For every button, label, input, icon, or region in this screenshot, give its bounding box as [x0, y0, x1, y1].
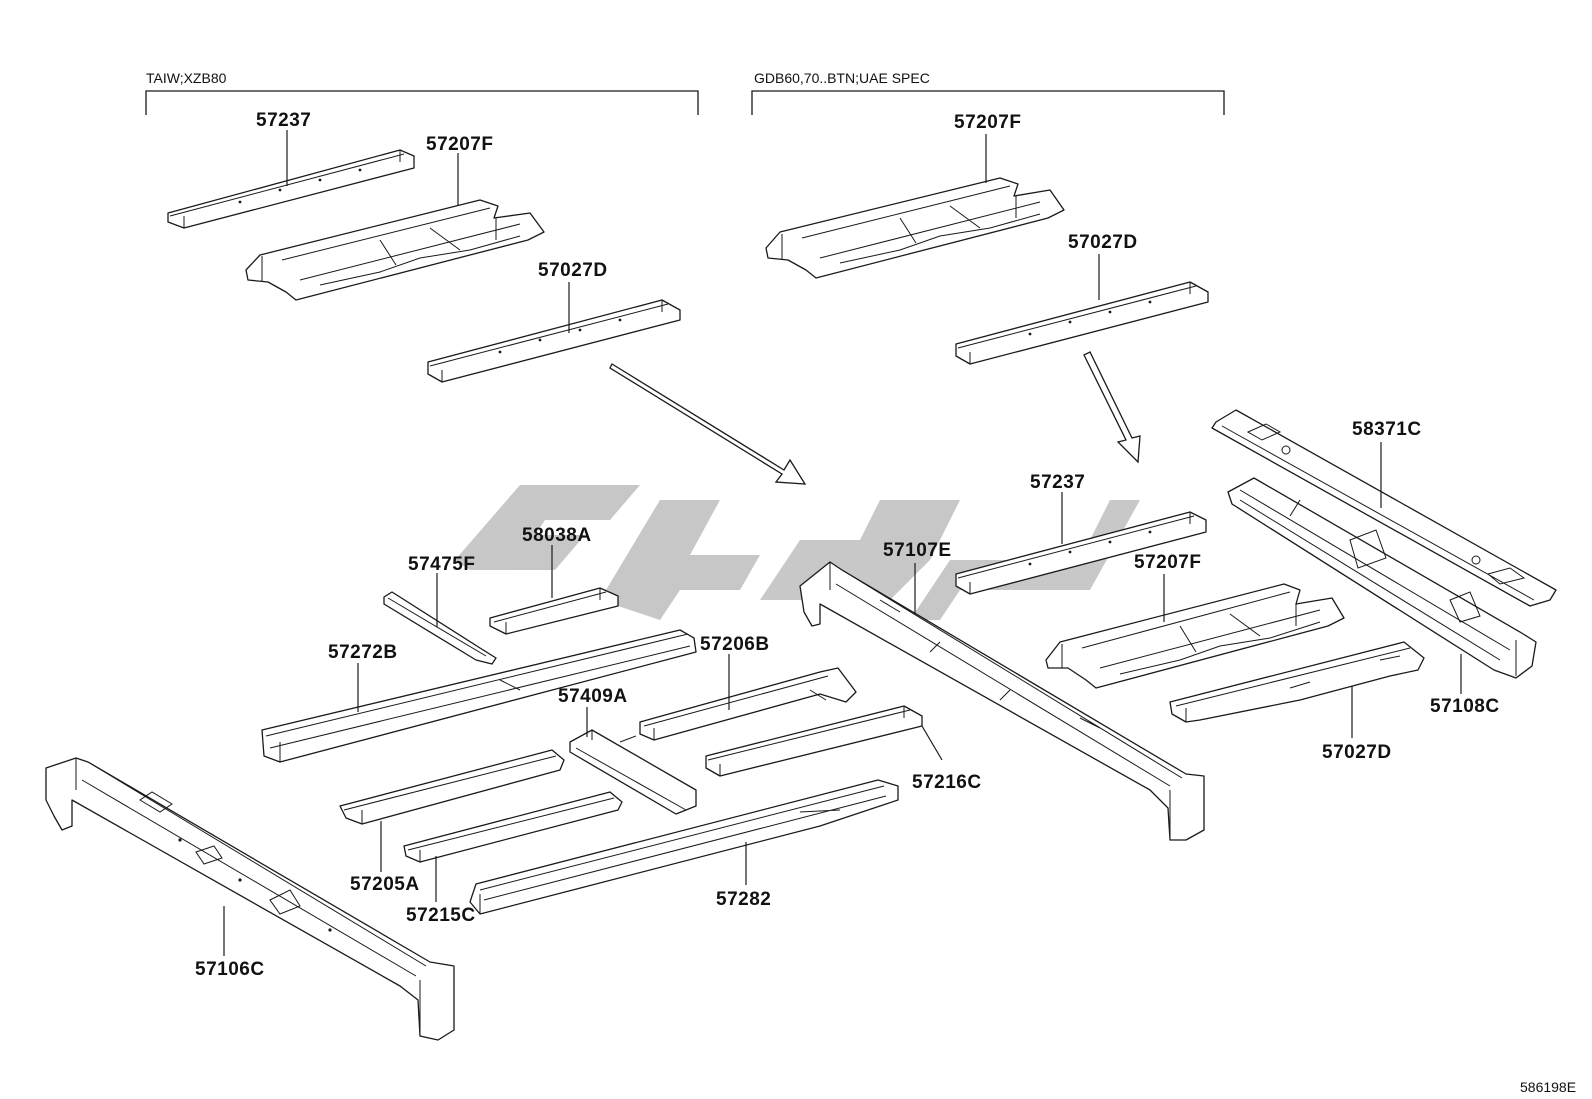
part-57205A-drawing: [339, 749, 565, 825]
part-57108C-drawing: [1227, 477, 1537, 679]
part-label-57027D-right: 57027D: [1068, 232, 1138, 253]
part-label-58038A: 58038A: [522, 525, 592, 546]
group-label-right: GDB60,70..BTN;UAE SPEC: [754, 70, 930, 86]
part-58038A-drawing: [489, 587, 619, 635]
part-57237-drawing: [955, 511, 1207, 595]
part-label-57207F: 57207F: [1134, 552, 1201, 573]
part-label-57106C: 57106C: [195, 959, 265, 980]
part-57409A-drawing: [569, 729, 697, 815]
part-label-57108C: 57108C: [1430, 696, 1500, 717]
part-57272B-drawing: [261, 629, 697, 763]
part-label-57027D-left: 57027D: [538, 260, 608, 281]
part-label-57207F-left: 57207F: [426, 134, 493, 155]
part-57237-left-drawing: [167, 149, 415, 229]
part-58371C-drawing: [1211, 409, 1557, 607]
part-label-57237: 57237: [1030, 472, 1085, 493]
part-57107E-drawing: [799, 561, 1205, 841]
part-57207F-right-drawing: [765, 177, 1065, 279]
part-label-57282: 57282: [716, 889, 771, 910]
part-57282-drawing: [469, 779, 899, 915]
part-label-57206B: 57206B: [700, 634, 770, 655]
part-57027D-left-drawing: [427, 299, 681, 383]
part-label-57107E: 57107E: [883, 540, 952, 561]
group-bracket-right: [751, 90, 1225, 115]
part-label-57409A: 57409A: [558, 686, 628, 707]
arrow-right-group: [1083, 351, 1141, 464]
part-57207F-drawing: [1045, 583, 1345, 689]
arrow-left-group: [609, 363, 807, 485]
part-57206B-drawing: [639, 667, 857, 741]
part-label-57207F-right: 57207F: [954, 112, 1021, 133]
part-label-57216C: 57216C: [912, 772, 982, 793]
part-label-58371C: 58371C: [1352, 419, 1422, 440]
part-label-57475F: 57475F: [408, 554, 475, 575]
part-57215C-drawing: [403, 791, 623, 863]
part-label-57027D: 57027D: [1322, 742, 1392, 763]
part-label-57237-left: 57237: [256, 110, 311, 131]
group-bracket-left: [145, 90, 699, 115]
part-label-57272B: 57272B: [328, 642, 398, 663]
part-57207F-left-drawing: [245, 199, 545, 301]
part-57027D-right-drawing: [955, 281, 1209, 365]
part-57106C-drawing: [45, 757, 455, 1041]
part-57027D-drawing: [1169, 641, 1425, 723]
part-label-57215C: 57215C: [406, 905, 476, 926]
diagram-id: 586198E: [1520, 1079, 1576, 1095]
part-label-57205A: 57205A: [350, 874, 420, 895]
part-57475F-drawing: [383, 591, 497, 665]
group-label-left: TAIW;XZB80: [146, 70, 227, 86]
